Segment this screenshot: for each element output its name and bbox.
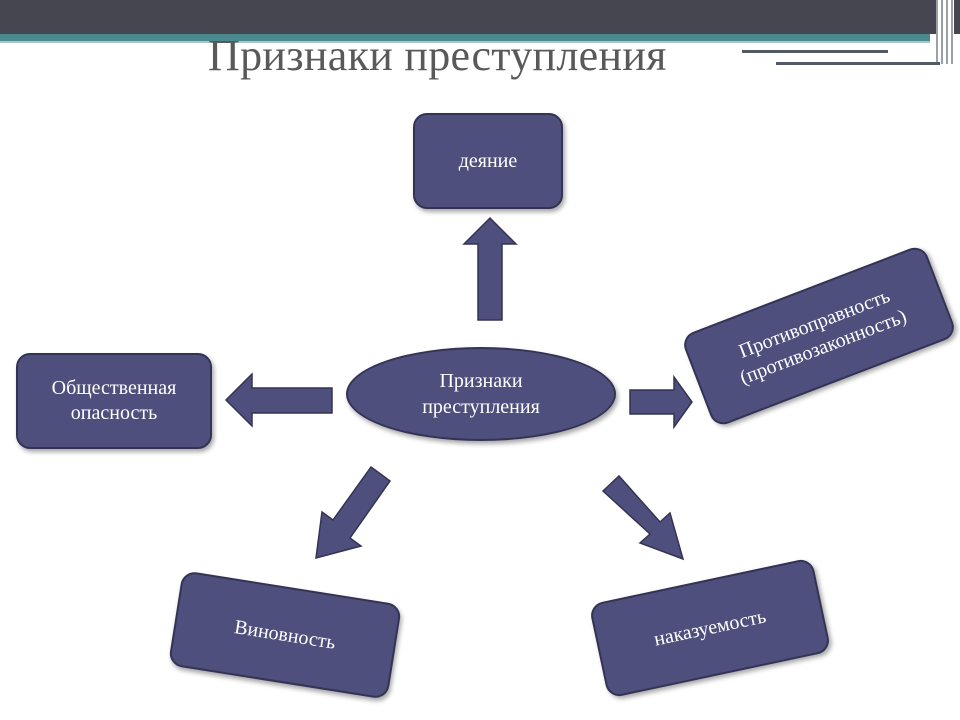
node-social-danger-line2: опасность xyxy=(70,402,158,424)
arrow-right-to-unlawful xyxy=(629,374,693,430)
top-bar xyxy=(0,0,960,34)
node-guilt-label: Виновность xyxy=(232,615,338,654)
arrow-up-to-deed xyxy=(462,216,518,321)
center-node-line1: Признаки xyxy=(439,370,523,392)
decorative-vertical-lines xyxy=(936,0,954,64)
title-decoration-line xyxy=(742,50,888,53)
arrow-left-to-danger xyxy=(224,372,333,428)
node-deed: деяние xyxy=(413,113,563,209)
node-social-danger: Общественная опасность xyxy=(16,353,212,449)
title-decoration-line xyxy=(776,62,940,65)
arrow-down-right-to-punishability xyxy=(601,474,685,561)
center-node-line2: преступления xyxy=(422,396,540,418)
node-deed-label: деяние xyxy=(458,149,518,172)
arrow-down-left-to-guilt xyxy=(315,465,392,560)
node-punishability-label: наказуемость xyxy=(651,604,768,651)
slide-title: Признаки преступления xyxy=(208,31,667,80)
node-social-danger-line1: Общественная xyxy=(51,377,177,399)
teal-accent-thin-bar xyxy=(0,41,930,43)
center-node-crime-features: Признаки преступления xyxy=(346,347,616,441)
teal-accent-bar xyxy=(0,34,930,41)
